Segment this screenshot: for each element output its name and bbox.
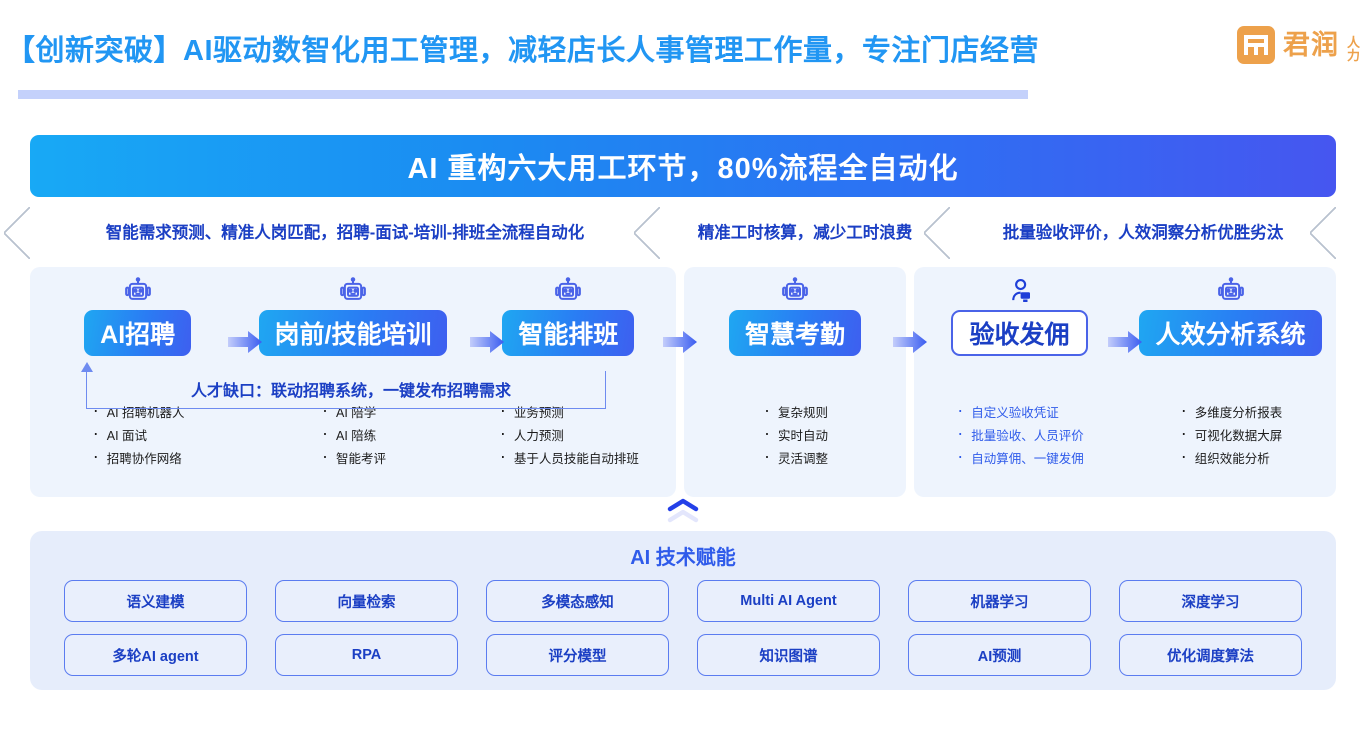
- double-chevron-up-icon: [666, 498, 700, 529]
- list-item: 灵活调整: [762, 447, 828, 471]
- tech-pill-multi-turn-ai-agent[interactable]: 多轮AI agent: [64, 634, 247, 676]
- bullet-list-workforce-analytics: 多维度分析报表 可视化数据大屏 组织效能分析: [1179, 401, 1283, 497]
- node-label-smart-attendance[interactable]: 智慧考勤: [728, 310, 861, 356]
- panel-attendance: 智慧考勤 复杂规则 实时自动 灵活调整: [663, 267, 906, 497]
- callout-connector-line: [80, 362, 606, 409]
- robot-icon: [780, 277, 810, 307]
- ai-technology-title: AI 技术赋能: [630, 547, 736, 569]
- flow-arrow-icon: [893, 331, 927, 353]
- list-item: 复杂规则: [762, 401, 828, 425]
- chevron-stage-2: 精准工时核算，减少工时浪费: [634, 207, 950, 259]
- logo-brand-suffix: 人 力: [1347, 36, 1360, 64]
- bullet-list-ai-recruit: AI 招聘机器人 AI 面试 招聘协作网络: [91, 401, 185, 497]
- panel-settlement-analysis: 验收发佣 自定义验收凭证 批量验收、人员评价 自动算佣、一键发佣: [893, 267, 1336, 497]
- list-item: 多维度分析报表: [1179, 401, 1283, 425]
- list-item: 基于人员技能自动排班: [498, 447, 639, 471]
- stage-smart-scheduling[interactable]: 智能排班 业务预测 人力预测 基于人员技能自动排班: [461, 267, 676, 497]
- stage-workforce-analytics[interactable]: 人效分析系统 多维度分析报表 可视化数据大屏 组织效能分析: [1125, 267, 1336, 497]
- chevron-strip: 智能需求预测、精准人岗匹配，招聘-面试-培训-排班全流程自动化 精准工时核算，减…: [4, 207, 1336, 259]
- tech-pill-multimodal-perception[interactable]: 多模态感知: [486, 580, 669, 622]
- list-item: 组织效能分析: [1179, 447, 1283, 471]
- tech-pill-optimized-scheduling[interactable]: 优化调度算法: [1119, 634, 1302, 676]
- list-item: 可视化数据大屏: [1179, 424, 1283, 448]
- bullet-list-acceptance-commission: 自定义验收凭证 批量验收、人员评价 自动算佣、一键发佣: [955, 401, 1084, 497]
- list-item: AI 招聘机器人: [91, 401, 185, 425]
- page-header: 【创新突破】AI驱动数智化用工管理，减轻店长人事管理工作量，专注门店经营 君润 …: [0, 0, 1366, 110]
- robot-icon: [1216, 277, 1246, 307]
- process-panels: AI招聘 AI 招聘机器人 AI 面试 招聘协作网络: [30, 267, 1336, 497]
- section-connector: [0, 497, 1366, 529]
- list-item: 自动算佣、一键发佣: [955, 447, 1084, 471]
- list-item: AI 陪学: [320, 401, 386, 425]
- list-item: 自定义验收凭证: [955, 401, 1084, 425]
- flow-arrow-icon: [228, 331, 262, 353]
- callout-text: 人才缺口：联动招聘系统，一键发布招聘需求: [108, 377, 594, 401]
- node-label-acceptance-commission[interactable]: 验收发佣: [951, 310, 1088, 356]
- list-item: AI 陪练: [320, 424, 386, 448]
- bullet-list-pre-job-training: AI 陪学 AI 陪练 智能考评: [320, 401, 386, 497]
- flow-arrow-icon: [663, 331, 697, 353]
- node-label-pre-job-training[interactable]: 岗前/技能培训: [258, 310, 448, 356]
- robot-icon: [123, 277, 153, 307]
- flow-arrow-icon: [1108, 331, 1142, 353]
- chevron-stage-1: 智能需求预测、精准人岗匹配，招聘-面试-培训-排班全流程自动化: [4, 207, 660, 259]
- title-underline-rule: [18, 90, 1028, 99]
- list-item: 实时自动: [762, 424, 828, 448]
- person-computer-icon: [1005, 277, 1035, 307]
- stage-ai-recruit[interactable]: AI招聘 AI 招聘机器人 AI 面试 招聘协作网络: [30, 267, 245, 497]
- list-item: 智能考评: [320, 447, 386, 471]
- stage-smart-attendance[interactable]: 智慧考勤 复杂规则 实时自动 灵活调整: [684, 267, 906, 497]
- list-item: 招聘协作网络: [91, 447, 185, 471]
- main-banner: AI 重构六大用工环节，80%流程全自动化: [30, 135, 1336, 197]
- talent-gap-callout: 人才缺口：联动招聘系统，一键发布招聘需求: [80, 362, 606, 409]
- tech-pill-ai-forecasting[interactable]: AI预测: [908, 634, 1091, 676]
- node-label-workforce-analytics[interactable]: 人效分析系统: [1139, 310, 1322, 356]
- page-title: 【创新突破】AI驱动数智化用工管理，减轻店长人事管理工作量，专注门店经营: [6, 35, 1040, 67]
- tech-pill-knowledge-graph[interactable]: 知识图谱: [697, 634, 880, 676]
- tech-pill-machine-learning[interactable]: 机器学习: [908, 580, 1091, 622]
- list-item: AI 面试: [91, 424, 185, 448]
- logo-suffix-bottom: 力: [1346, 48, 1360, 63]
- bullet-list-smart-attendance: 复杂规则 实时自动 灵活调整: [762, 401, 828, 497]
- chevron-stage-3: 批量验收评价，人效洞察分析优胜劣汰: [924, 207, 1336, 259]
- tech-pill-rpa[interactable]: RPA: [275, 634, 458, 676]
- flow-arrow-icon: [470, 331, 504, 353]
- ai-technology-section: AI 技术赋能 语义建模 向量检索 多模态感知 Multi AI Agent 机…: [30, 531, 1336, 690]
- list-item: 人力预测: [498, 424, 639, 448]
- node-label-ai-recruit[interactable]: AI招聘: [84, 310, 192, 356]
- tech-pill-multi-ai-agent[interactable]: Multi AI Agent: [697, 580, 880, 622]
- logo-brand-name: 君润: [1282, 29, 1339, 60]
- list-item: 业务预测: [498, 401, 639, 425]
- robot-icon: [338, 277, 368, 307]
- ai-technology-grid: 语义建模 向量检索 多模态感知 Multi AI Agent 机器学习 深度学习…: [30, 580, 1336, 676]
- tech-pill-vector-search[interactable]: 向量检索: [275, 580, 458, 622]
- robot-icon: [553, 277, 583, 307]
- tech-pill-deep-learning[interactable]: 深度学习: [1119, 580, 1302, 622]
- bullet-list-smart-scheduling: 业务预测 人力预测 基于人员技能自动排班: [498, 401, 639, 497]
- stage-acceptance-commission[interactable]: 验收发佣 自定义验收凭证 批量验收、人员评价 自动算佣、一键发佣: [914, 267, 1125, 497]
- logo-mark-icon: [1236, 26, 1275, 64]
- stage-pre-job-training[interactable]: 岗前/技能培训 AI 陪学 AI 陪练 智能考评: [245, 267, 460, 497]
- panel-recruit-train-schedule: AI招聘 AI 招聘机器人 AI 面试 招聘协作网络: [30, 267, 676, 497]
- logo-suffix-top: 人: [1346, 35, 1360, 50]
- list-item: 批量验收、人员评价: [955, 424, 1084, 448]
- brand-logo: 君润 人 力: [1236, 26, 1360, 64]
- node-label-smart-scheduling[interactable]: 智能排班: [502, 310, 635, 356]
- tech-pill-scoring-model[interactable]: 评分模型: [486, 634, 669, 676]
- tech-pill-semantic-modeling[interactable]: 语义建模: [64, 580, 247, 622]
